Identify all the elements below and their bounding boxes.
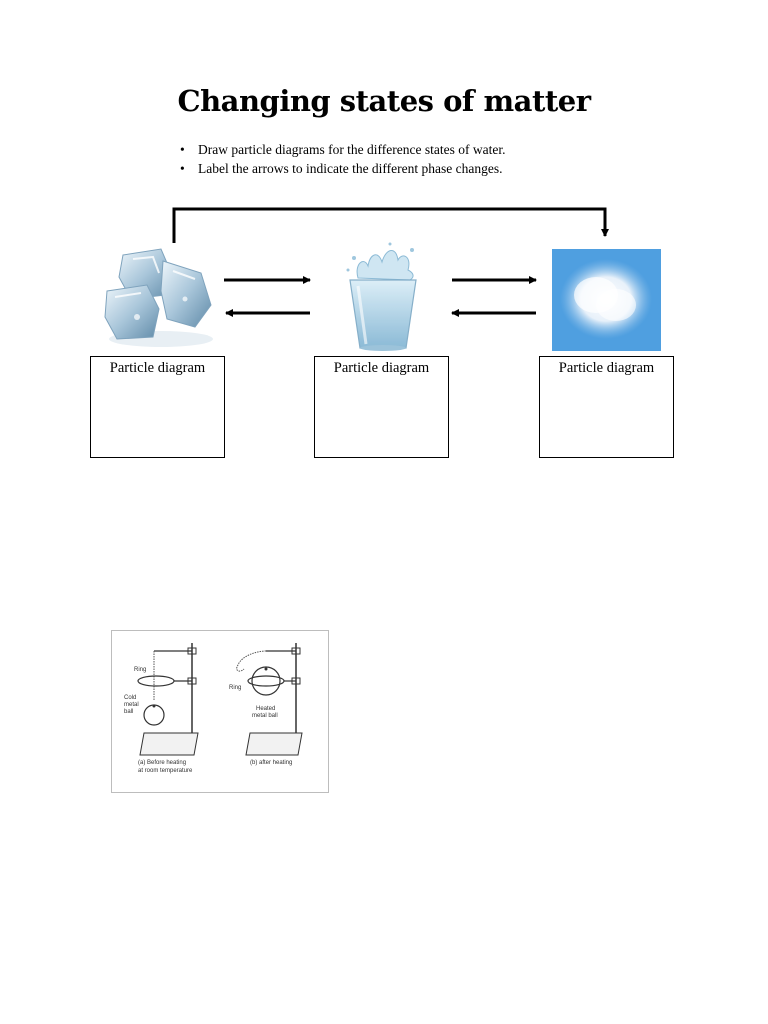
- caption-b: (b) after heating: [250, 760, 292, 766]
- cold-ball-label-line: Cold: [124, 695, 136, 701]
- cold-ball-label-line: metal: [124, 702, 139, 708]
- sublimation-arrow: [172, 207, 609, 243]
- page-title: Changing states of matter: [177, 84, 591, 118]
- ring-label-a: Ring: [134, 667, 146, 673]
- cold-ball-label-line: ball: [124, 709, 133, 715]
- particle-diagram-box-solid[interactable]: Particle diagram: [90, 356, 225, 458]
- particle-diagram-box-gas[interactable]: Particle diagram: [539, 356, 674, 458]
- water-glass-image: [346, 242, 417, 351]
- ball-and-ring-figure: Ring Cold metal ball (a) Before heating …: [111, 630, 329, 793]
- box-label: Particle diagram: [109, 360, 206, 376]
- box-label: Particle diagram: [333, 360, 430, 376]
- ring-label-b: Ring: [229, 685, 241, 691]
- box-label: Particle diagram: [558, 360, 655, 376]
- particle-diagram-box-liquid[interactable]: Particle diagram: [314, 356, 449, 458]
- ball-and-ring-drawing: Ring Cold metal ball (a) Before heating …: [124, 643, 303, 774]
- caption-a-line: at room temperature: [138, 768, 193, 774]
- ice-cubes-image: [104, 248, 213, 347]
- heated-ball-label-line: metal ball: [252, 713, 278, 719]
- caption-a-line: (a) Before heating: [138, 760, 186, 766]
- heated-ball-label-line: Heated: [256, 706, 275, 712]
- steam-cloud-image: [552, 249, 661, 351]
- instruction-item: Draw particle diagrams for the differenc…: [180, 140, 506, 159]
- instruction-list: Draw particle diagrams for the differenc…: [180, 140, 506, 178]
- instruction-item: Label the arrows to indicate the differe…: [180, 159, 506, 178]
